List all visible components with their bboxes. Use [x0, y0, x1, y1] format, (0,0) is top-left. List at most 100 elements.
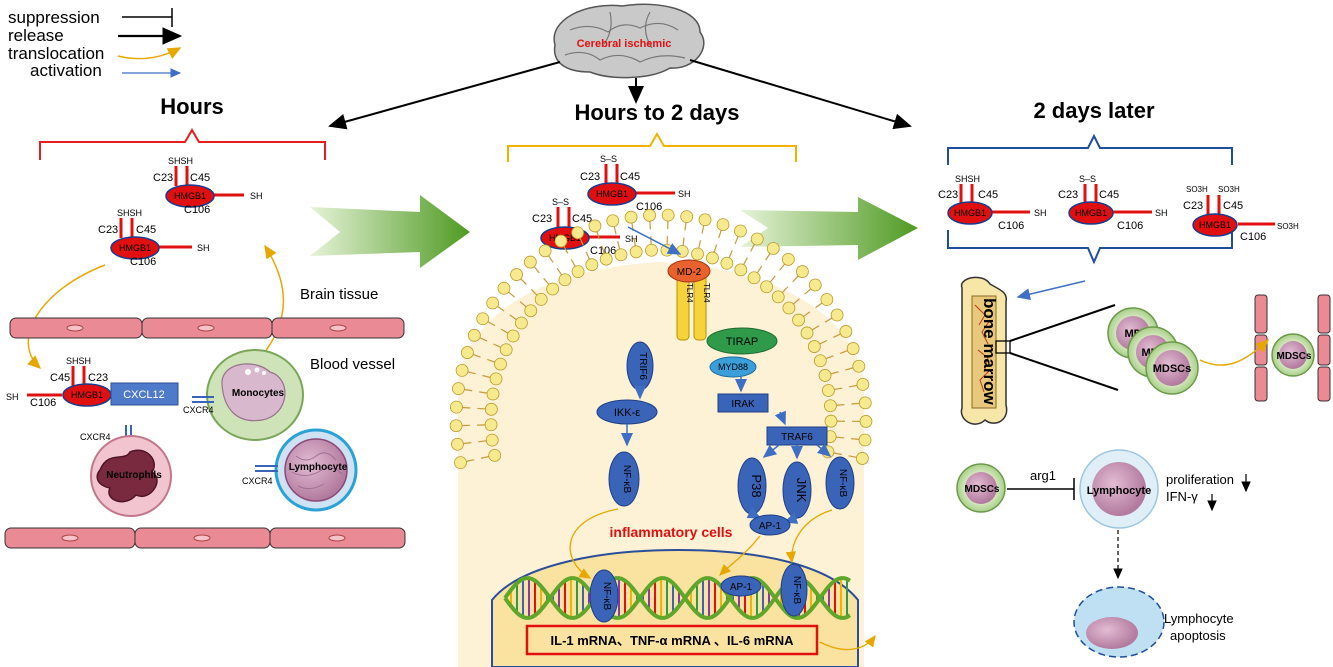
c23-label: C23	[98, 224, 118, 236]
ap1-nuclear: AP-1	[720, 575, 762, 597]
translocation-arrow	[117, 47, 182, 60]
translocation-mdsc-vessel	[1199, 338, 1270, 366]
c106-label: C106	[1240, 231, 1266, 243]
sh-label: SH	[1155, 208, 1168, 218]
so3h-label: SO3H	[1186, 185, 1208, 194]
c23-label: C23	[532, 213, 552, 225]
trif6-protein: TRIF6	[626, 341, 654, 391]
cxcr4-label: CXCR4	[80, 432, 111, 442]
hmgb1-molecule-l2: HMGB1 SHSH C23 C45 SH C106	[98, 208, 210, 268]
legend-activation: activation	[30, 61, 102, 80]
sh-label: SH	[6, 392, 19, 402]
mrna-label: IL-1 mRNA、TNF-α mRNA 、IL-6 mRNA	[551, 633, 795, 648]
translocation-arrow-down	[27, 264, 106, 370]
ap1-protein: AP-1	[749, 514, 791, 536]
translocation-mrna-out	[819, 634, 876, 651]
hmgb1-molecule-r2: HMGB1 S–S C23 C45 SH C106	[1058, 174, 1168, 232]
title-2-days-later: 2 days later	[1033, 98, 1155, 123]
mdsc-cell-vessel: MDSCs	[1271, 333, 1315, 377]
arrow-traf6-p38	[762, 444, 780, 458]
ikk-label: IKK-ε	[614, 407, 640, 419]
vessel-wall-bottom	[4, 527, 406, 549]
c23-label: C23	[1058, 189, 1078, 201]
hmgb1-molecule-l1: HMGB1 SHSH C23 C45 SH C106	[153, 156, 263, 216]
blood-vessel-label: Blood vessel	[310, 356, 395, 373]
apoptotic-lymphocyte	[1073, 586, 1165, 658]
myd88-label: MYD88	[718, 362, 748, 372]
hmgb1-label: HMGB1	[596, 189, 628, 199]
irak-box	[717, 393, 769, 413]
brace-hours-to-2-days	[507, 132, 797, 162]
brace-hours	[39, 128, 326, 160]
tirap-protein: TIRAP	[706, 327, 778, 355]
c106-label: C106	[30, 397, 56, 409]
hmgb1-label: HMGB1	[1075, 208, 1107, 218]
c106-label: C106	[1117, 220, 1143, 232]
c45-label: C45	[50, 372, 70, 384]
cell-membrane	[449, 208, 873, 470]
disulfide-label: S–S	[552, 197, 569, 207]
nfkb-protein-right: NF-κB	[825, 456, 855, 510]
zoom-box	[995, 340, 1011, 354]
cxcl12-box	[110, 382, 179, 406]
mdsc-label: MDSCs	[1276, 351, 1311, 362]
nfkb-nuclear-left: NF-κB	[589, 569, 619, 623]
cxcr4-receptor-monocyte	[192, 396, 214, 403]
sh-label: SH	[678, 189, 691, 199]
lymphocyte-label: Lymphocyte	[289, 462, 348, 473]
sh-label: SH	[625, 234, 638, 244]
sh-label: SH	[1034, 208, 1047, 218]
legend: suppression release translocation activa…	[8, 8, 183, 80]
c45-label: C45	[1099, 189, 1119, 201]
bone-marrow: bone marrow	[960, 276, 1008, 425]
zoom-line-bottom	[1009, 352, 1119, 391]
sh-label: SH	[250, 191, 263, 201]
c45-label: C45	[978, 189, 998, 201]
thiol-label: SHSH	[168, 156, 193, 166]
md2-protein: MD-2	[667, 259, 711, 283]
neutrophil-cell: Neutrophils	[90, 435, 172, 517]
hmgb1-label: HMGB1	[1199, 220, 1231, 230]
arrow-to-bone-marrow	[1016, 280, 1086, 301]
nfkb-label: NF-κB	[837, 469, 848, 498]
hmgb1-molecule-r3: HMGB1 SO3H SO3H C23 C45 SO3H C106	[1183, 185, 1299, 243]
nfkb-nuclear-right: NF-κB	[780, 563, 808, 617]
title-hours-to-2-days: Hours to 2 days	[574, 100, 739, 125]
hmgb1-label: HMGB1	[954, 208, 986, 218]
tlr4-label: TLR4	[685, 283, 694, 303]
nfkb-label: NF-κB	[621, 465, 632, 494]
arrow-traf6-nfkb	[816, 443, 832, 457]
mdsc-cell-inhibitor: MDSCs	[956, 463, 1006, 513]
lymphocyte-cell-right: Lymphocyte	[1079, 449, 1159, 529]
so3h-label: SO3H	[1277, 222, 1299, 231]
c45-label: C45	[572, 213, 592, 225]
c45-label: C45	[620, 171, 640, 183]
disulfide-label: S–S	[600, 154, 617, 164]
translocation-ap1-nucleus	[719, 535, 761, 576]
thiol-label: SHSH	[117, 208, 142, 218]
mrna-box	[525, 624, 819, 656]
bone-marrow-label: bone marrow	[980, 298, 999, 406]
md2-label: MD-2	[677, 267, 702, 278]
arrow-to-hours	[328, 61, 561, 130]
p38-protein: P38	[737, 457, 767, 515]
trif6-label: TRIF6	[637, 352, 648, 380]
nfkb-label: NF-κB	[601, 582, 612, 611]
hmgb1-molecule-r1: HMGB1 SHSH C23 C45 SH C106	[938, 174, 1047, 232]
ap1-label: AP-1	[730, 582, 753, 593]
translocation-nfkb2-nucleus	[785, 509, 833, 564]
legend-suppression: suppression	[8, 8, 100, 27]
cxcr4-label: CXCR4	[242, 476, 273, 486]
brain: Cerebral ischemic	[553, 3, 705, 79]
inflammatory-cells-label: inflammatory cells	[610, 524, 733, 540]
ap1-label: AP-1	[759, 521, 782, 532]
c23-label: C23	[580, 171, 600, 183]
tlr4-label: TLR4	[702, 283, 711, 303]
green-arrow-2	[740, 197, 918, 260]
vessel-wall-top	[9, 317, 405, 339]
mdsc-cluster: MD MD MDSCs	[1107, 307, 1199, 395]
cxcr4-receptor-lymphocyte	[255, 465, 278, 472]
green-arrow-1	[310, 195, 470, 268]
brain-shape	[553, 3, 705, 79]
legend-release: release	[8, 26, 64, 45]
